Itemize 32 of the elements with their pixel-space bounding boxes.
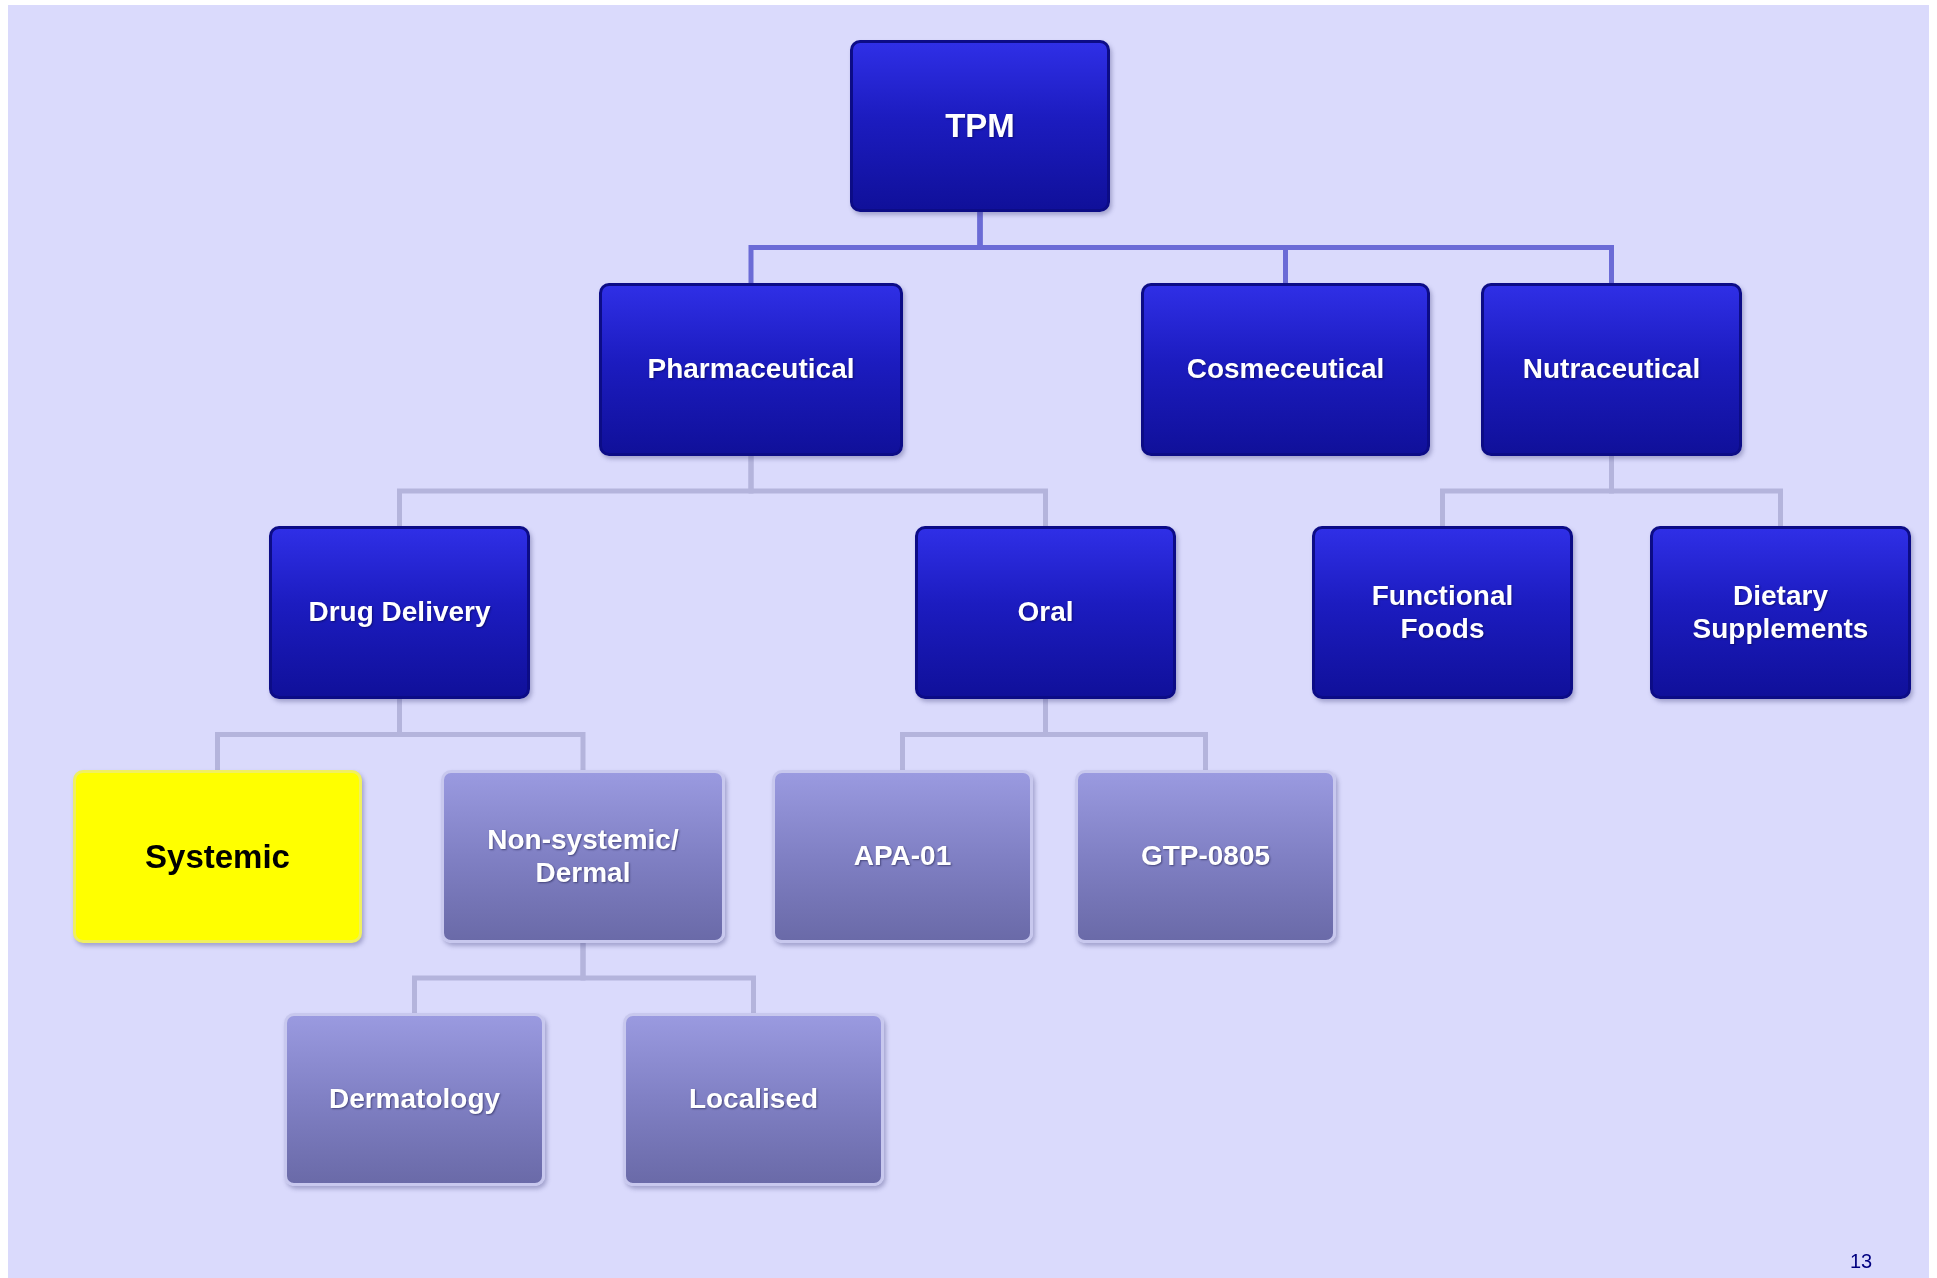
category-box xyxy=(772,770,1033,943)
category-box xyxy=(1481,283,1742,456)
connector-line xyxy=(580,943,756,1013)
node-label: Oral xyxy=(1017,596,1074,629)
category-box xyxy=(623,1013,884,1186)
node-label: Cosmeceutical xyxy=(1186,353,1385,386)
category-box xyxy=(1141,283,1430,456)
node-label: Functional Foods xyxy=(1370,580,1515,645)
category-box xyxy=(1312,526,1573,699)
page-number: 13 xyxy=(1850,1250,1873,1273)
node-label: GTP-0805 xyxy=(1140,840,1271,873)
connector-line xyxy=(977,212,1614,283)
category-box xyxy=(284,1013,545,1186)
node-label: TPM xyxy=(945,107,1015,145)
node-label: APA-01 xyxy=(853,840,952,873)
node-label: Non-systemic/ Dermal xyxy=(486,824,680,889)
node-label: Dermatology xyxy=(328,1083,501,1116)
category-box xyxy=(441,770,725,943)
node-label: Nutraceutical xyxy=(1522,353,1701,386)
node-label: Dietary Supplements xyxy=(1691,580,1870,645)
node-label: Pharmaceutical xyxy=(647,353,855,386)
category-box xyxy=(599,283,903,456)
node-label: Localised xyxy=(688,1083,819,1116)
category-box xyxy=(269,526,530,699)
category-box xyxy=(73,770,362,943)
category-box xyxy=(1650,526,1911,699)
node-label: Drug Delivery xyxy=(308,596,491,629)
category-box xyxy=(1075,770,1336,943)
node-label: Systemic xyxy=(145,837,290,876)
connector-line xyxy=(748,456,1048,526)
category-box xyxy=(850,40,1110,212)
category-box xyxy=(915,526,1176,699)
